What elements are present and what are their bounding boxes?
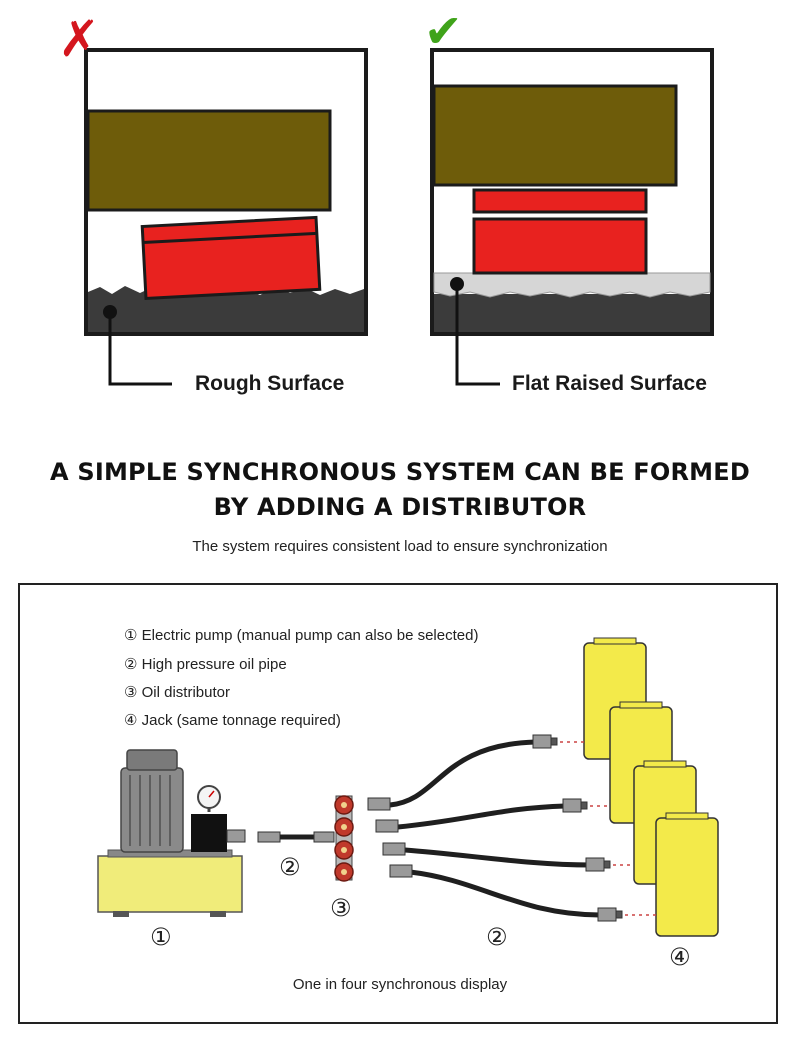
legend-item-pump: ① Electric pump (manual pump can also be…: [124, 627, 479, 644]
jack-top: [472, 188, 648, 214]
legend-item-jack: ④ Jack (same tonnage required): [124, 712, 341, 729]
load-beam: [86, 109, 332, 212]
marker-pump: ①: [150, 923, 172, 951]
diagram-caption: One in four synchronous display: [292, 976, 508, 993]
rough-surface-label: Rough Surface: [195, 372, 345, 395]
heading-line-2: BY ADDING A DISTRIBUTOR: [213, 493, 587, 521]
flat-surface-panel: [430, 48, 714, 386]
marker-jack: ④: [669, 943, 691, 971]
flat-surface-label: Flat Raised Surface: [512, 372, 707, 395]
pointer-line: [108, 312, 172, 386]
rough-surface-panel: [84, 48, 368, 386]
check-mark-icon: ✔: [424, 4, 463, 58]
tilted-jack: [140, 215, 322, 300]
marker-pipe-input: ②: [279, 853, 301, 881]
raised-pad: [433, 272, 711, 298]
marker-pipe-output: ②: [486, 923, 508, 951]
heading-line-1: A SIMPLE SYNCHRONOUS SYSTEM CAN BE FORME…: [50, 458, 750, 486]
ground: [434, 294, 710, 332]
cross-mark-icon: ✗: [58, 10, 100, 68]
load-beam: [432, 84, 678, 187]
heading-subtitle: The system requires consistent load to e…: [192, 538, 608, 555]
comparison-section: ✗ ✔ Rough Surface Flat Raised Surface: [0, 0, 800, 420]
legend-item-pipe: ② High pressure oil pipe: [124, 656, 287, 673]
system-diagram-frame: [18, 583, 778, 1024]
legend-item-distributor: ③ Oil distributor: [124, 684, 230, 701]
jack-body: [472, 217, 648, 275]
pointer-line: [455, 284, 500, 386]
marker-distributor: ③: [330, 894, 352, 922]
comparison-illustration: [84, 48, 714, 386]
